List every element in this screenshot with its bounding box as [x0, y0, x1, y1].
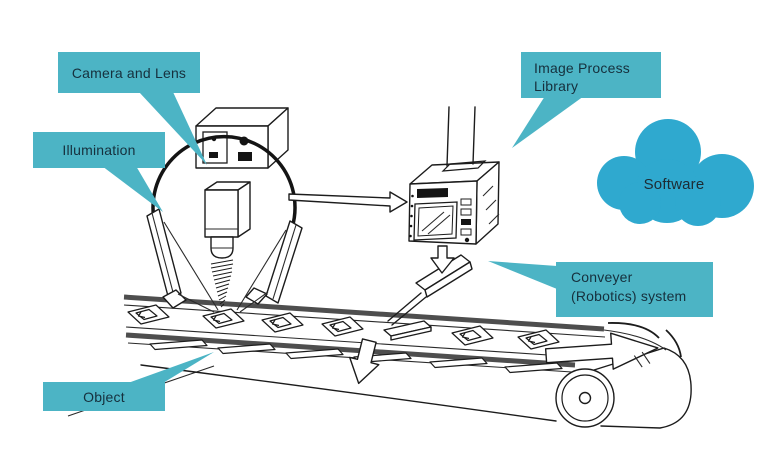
- camera-lens-callout-tail: [139, 92, 207, 165]
- vision-dome-arc: [151, 134, 297, 229]
- processor-window: [413, 201, 458, 241]
- belt-direction-arrow: [544, 332, 659, 370]
- belt-roller-cylinder: [593, 347, 692, 429]
- conveyer-callout-tail: [488, 261, 557, 289]
- conveyer-label-line1: Conveyer: [571, 269, 633, 285]
- camera-lens-label: Camera and Lens: [71, 64, 187, 81]
- light-beam: [210, 259, 234, 308]
- camera-lens-callout-box: [58, 52, 200, 93]
- image-process-label-line2: Library: [534, 78, 579, 94]
- illumination-lamp-left: [146, 208, 219, 313]
- processor-display: [417, 188, 448, 198]
- conveyer-label-line2: (Robotics) system: [571, 288, 687, 304]
- illumination-label: Illumination: [62, 142, 136, 158]
- belt-roller-hub: [578, 391, 592, 405]
- belt-back-rail: [123, 294, 605, 332]
- illumination-callout-box: [33, 132, 165, 168]
- image-process-callout-tail: [512, 96, 584, 148]
- processor-side-dots: [409, 194, 414, 238]
- image-process-label: Image Process Library: [534, 59, 659, 95]
- object-callout-tail: [128, 352, 214, 383]
- conveyor-belt-drawing: [67, 294, 692, 429]
- image-process-callout-box: [521, 52, 661, 98]
- illumination-lamp-right: [236, 220, 303, 313]
- object-label: Object: [83, 388, 125, 405]
- image-process-label-line1: Image Process: [534, 60, 630, 76]
- motion-arc: [607, 322, 660, 339]
- camera-and-lens-unit: [204, 181, 251, 259]
- motion-arc: [665, 329, 682, 358]
- image-processor-unit: [408, 106, 500, 245]
- conveyer-label: Conveyer (Robotics) system: [571, 268, 711, 306]
- top-slot: [441, 160, 487, 172]
- object-callout-box: [43, 382, 165, 411]
- illumination-callout-tail: [102, 166, 163, 212]
- camera-station-drawing: [146, 107, 303, 313]
- software-label: Software: [643, 176, 705, 193]
- conveyer-callout-box: [556, 262, 713, 317]
- signal-flow-arrow: [288, 191, 408, 213]
- processor-output-arrow: [430, 245, 455, 274]
- reject-arrow: [348, 338, 380, 385]
- software-cloud: [597, 119, 754, 226]
- processor-buttons: [460, 198, 472, 243]
- callout-shapes: [33, 52, 713, 411]
- belt-bottom-edge: [140, 364, 557, 422]
- camera-controller-box: [195, 107, 289, 169]
